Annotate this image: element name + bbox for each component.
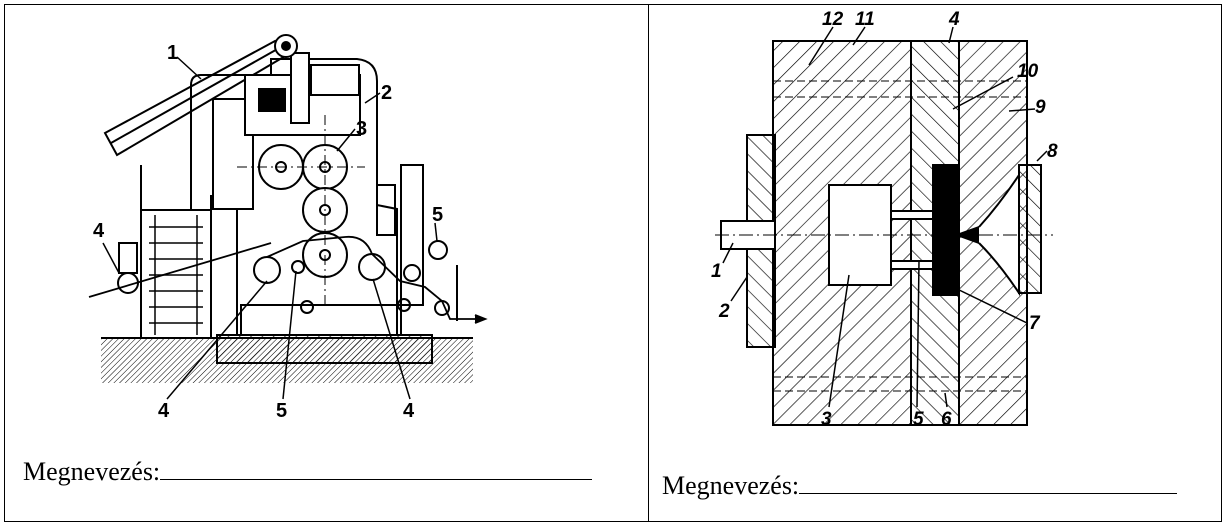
right-label-1: 1: [711, 261, 722, 282]
right-label-8: 8: [1047, 141, 1058, 162]
right-label-3: 3: [821, 409, 832, 430]
right-label-4: 4: [948, 9, 960, 30]
left-cell: 1 2 3 4 5 4 5 4 Megnevezés:: [5, 5, 648, 521]
right-label-10: 10: [1017, 61, 1039, 82]
right-label-11: 11: [855, 9, 875, 30]
left-label-5a: 5: [432, 204, 443, 226]
right-label-9: 9: [1035, 97, 1046, 118]
right-answer-line[interactable]: [799, 471, 1178, 494]
left-label-4c: 4: [403, 400, 415, 422]
right-cell: 12 11 4 10 9 8 1 2 3 5 6 7: [649, 5, 1223, 521]
right-caption-label: Megnevezés:: [662, 471, 800, 500]
column-divider: [648, 5, 649, 521]
right-label-12: 12: [822, 9, 844, 30]
right-label-6: 6: [941, 409, 952, 430]
left-answer-line[interactable]: [160, 457, 593, 480]
injection-mould-drawing: 12 11 4 10 9 8 1 2 3 5 6 7: [711, 9, 1058, 430]
left-label-2: 2: [381, 82, 392, 104]
left-caption-label: Megnevezés:: [23, 457, 161, 486]
left-label-3: 3: [356, 118, 367, 140]
right-label-7: 7: [1029, 313, 1041, 334]
left-label-4a: 4: [93, 220, 105, 242]
right-part-labels: 12 11 4 10 9 8 1 2 3 5 6 7: [711, 9, 1058, 430]
left-caption: Megnevezés:: [23, 457, 593, 487]
left-label-5b: 5: [276, 400, 287, 422]
right-caption: Megnevezés:: [662, 471, 1178, 501]
left-part-labels: 1 2 3 4 5 4 5 4: [93, 42, 443, 422]
left-label-1: 1: [167, 42, 178, 64]
right-label-2: 2: [718, 301, 730, 322]
right-label-5: 5: [913, 409, 924, 430]
left-label-4b: 4: [158, 400, 170, 422]
calender-machine-drawing: 1 2 3 4 5 4 5 4: [88, 34, 488, 422]
worksheet-table: 1 2 3 4 5 4 5 4 Megnevezés:: [4, 4, 1222, 522]
